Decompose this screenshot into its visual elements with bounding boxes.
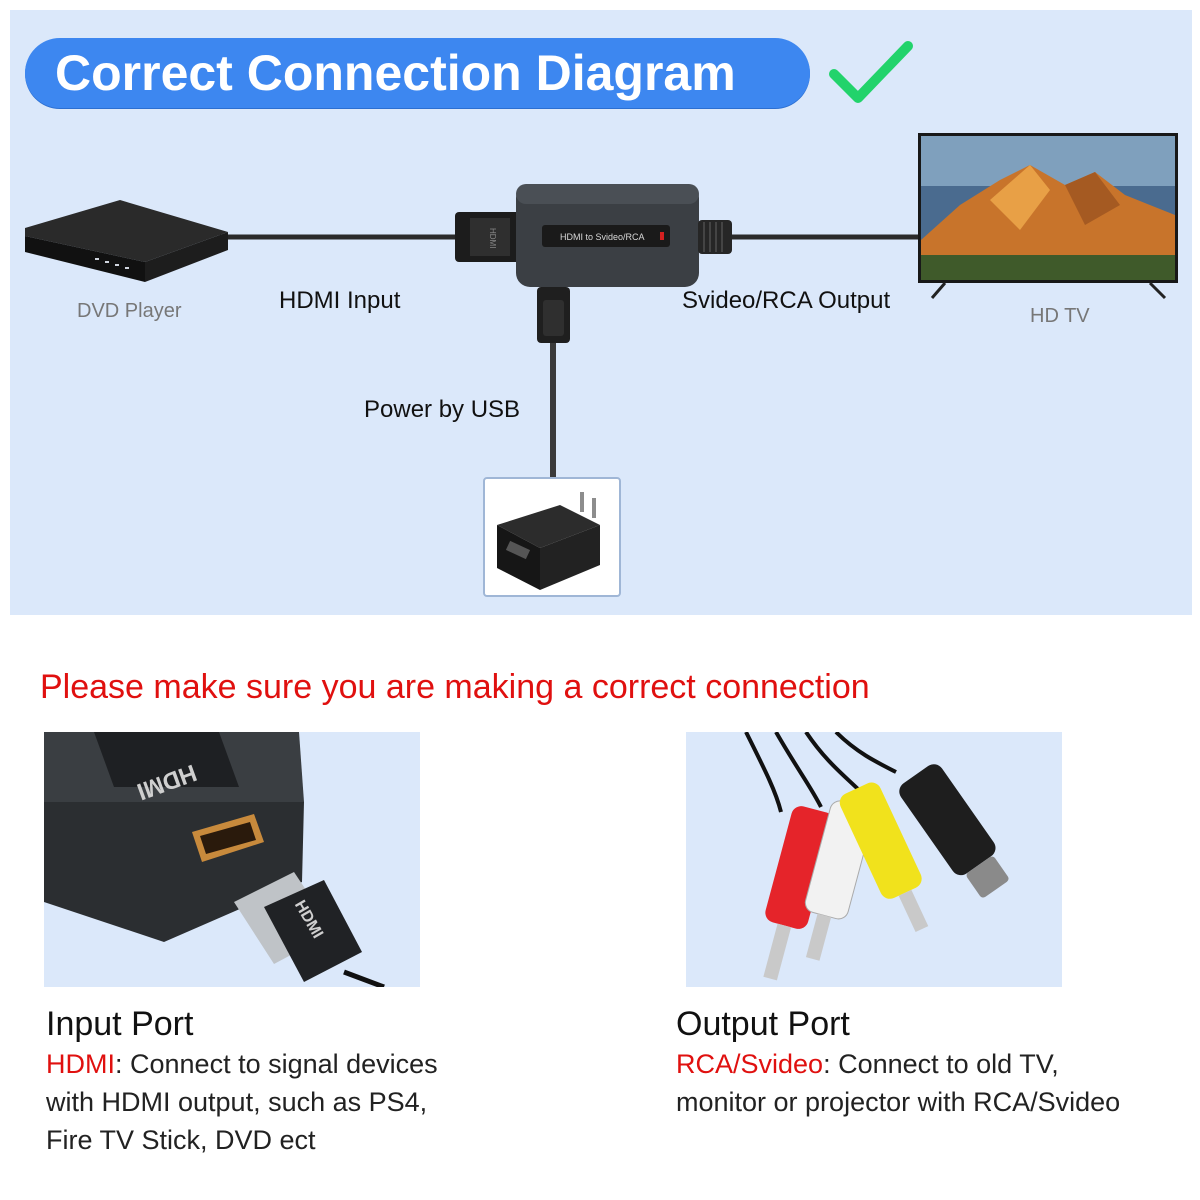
input-port-highlight: HDMI (46, 1049, 115, 1079)
input-port-line2: with HDMI output, such as PS4, (46, 1087, 428, 1117)
output-cable-connector (698, 220, 732, 254)
output-port-line2: monitor or projector with RCA/Svideo (676, 1087, 1121, 1117)
input-port-description: HDMI: Connect to signal devices with HDM… (46, 1045, 438, 1159)
hdmi-input-label: HDMI Input (279, 287, 401, 314)
diagram-artwork: HDMI HDMI to Svideo/RCA (25, 133, 1178, 597)
input-port-photo: HDMI HDMI (44, 732, 420, 987)
output-port-description: RCA/Svideo: Connect to old TV, monitor o… (676, 1045, 1120, 1121)
input-port-line1: HDMI: Connect to signal devices (46, 1045, 438, 1083)
converter-box-image: HDMI to Svideo/RCA (516, 184, 699, 287)
output-port-title: Output Port (676, 1005, 850, 1043)
input-port-line1-rest: : Connect to signal devices (115, 1049, 438, 1079)
output-port-highlight: RCA/Svideo (676, 1049, 824, 1079)
dvd-player-image (25, 200, 228, 282)
hd-tv-label: HD TV (1030, 305, 1090, 327)
input-port-title: Input Port (46, 1005, 194, 1043)
usb-connector-image (537, 287, 570, 343)
hdmi-plug-text: HDMI (488, 228, 497, 248)
output-port-line1: RCA/Svideo: Connect to old TV, (676, 1045, 1120, 1083)
dvd-player-label: DVD Player (77, 300, 182, 322)
converter-label-text: HDMI to Svideo/RCA (560, 232, 645, 242)
diagram-title: Correct Connection Diagram (25, 38, 810, 108)
hd-tv-image (918, 133, 1178, 300)
input-port-line3: Fire TV Stick, DVD ect (46, 1125, 316, 1155)
checkmark-icon (829, 41, 913, 103)
power-label: Power by USB (364, 396, 521, 423)
output-port-photo (686, 732, 1062, 987)
power-adapter-image (483, 477, 621, 597)
hdmi-plug-image: HDMI (455, 212, 520, 262)
output-label: Svideo/RCA Output (682, 287, 891, 314)
cables (220, 234, 920, 478)
output-port-line1-rest: : Connect to old TV, (823, 1049, 1059, 1079)
warning-text: Please make sure you are making a correc… (40, 668, 870, 706)
